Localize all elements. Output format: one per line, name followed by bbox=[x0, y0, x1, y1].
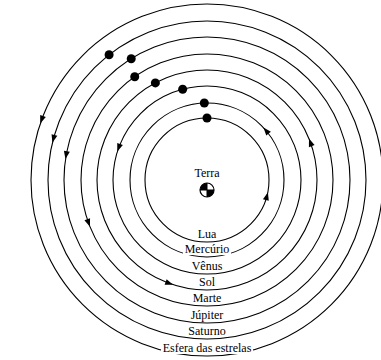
orbit-label: Esfera das estrelas bbox=[161, 342, 254, 354]
planet-dot bbox=[178, 85, 187, 94]
direction-arrowhead bbox=[40, 115, 46, 124]
orbit-circle bbox=[64, 37, 350, 323]
orbit-label: Júpiter bbox=[189, 309, 226, 321]
earth-symbol bbox=[200, 183, 214, 197]
orbit-circle bbox=[48, 21, 366, 339]
planet-dot bbox=[127, 54, 136, 63]
direction-arrowhead bbox=[263, 192, 269, 201]
planet-dot bbox=[200, 99, 209, 108]
planet-dot bbox=[130, 72, 139, 81]
earth-cross bbox=[200, 183, 214, 197]
earth-label: Terra bbox=[192, 167, 221, 179]
orbit-label: Lua bbox=[196, 228, 219, 240]
direction-arrowhead bbox=[64, 151, 70, 159]
direction-arrowhead bbox=[165, 279, 174, 285]
planet-dot bbox=[203, 114, 212, 123]
orbit-label: Sol bbox=[197, 276, 217, 288]
earth-quadrants bbox=[200, 183, 214, 197]
direction-arrowhead bbox=[84, 218, 90, 227]
orbit-circle bbox=[97, 70, 317, 290]
direction-arrowhead bbox=[117, 143, 123, 152]
direction-arrowhead bbox=[263, 127, 270, 135]
orbit-label: Marte bbox=[191, 292, 224, 304]
direction-arrowhead bbox=[309, 139, 315, 148]
orbit-circle bbox=[113, 86, 301, 274]
orbit-label: Saturno bbox=[186, 325, 227, 337]
planet-dot bbox=[151, 78, 160, 87]
planet-dot bbox=[105, 50, 114, 59]
orbit-label: Vênus bbox=[190, 260, 225, 272]
orbit-circle bbox=[130, 103, 284, 257]
orbit-label: Mercúrio bbox=[183, 243, 232, 255]
orbit-circle bbox=[145, 118, 269, 242]
orbit-circle bbox=[81, 54, 333, 306]
earth-outline bbox=[200, 183, 214, 197]
direction-arrowhead bbox=[52, 134, 58, 143]
orbit-circle bbox=[31, 4, 381, 356]
